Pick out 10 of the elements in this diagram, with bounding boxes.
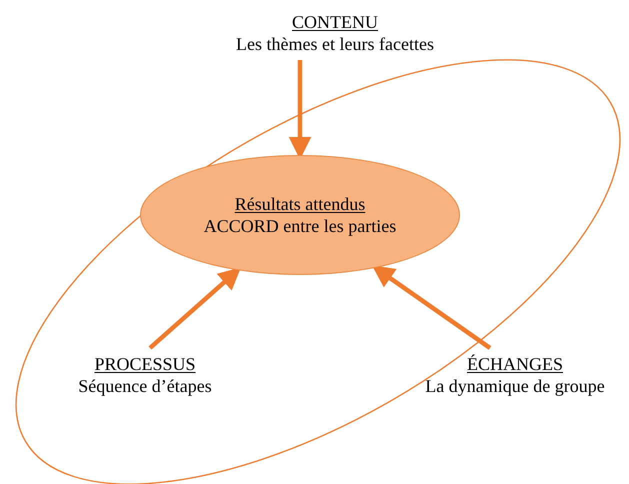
description-text: La dynamique de groupe (425, 375, 605, 397)
arrow (372, 265, 492, 350)
section-heading: ÉCHANGES (466, 353, 563, 375)
description-text: ACCORD entre les parties (204, 215, 396, 237)
arrow (148, 267, 242, 350)
section-heading: PROCESSUS (94, 353, 196, 375)
section-heading: Résultats attendus (234, 193, 366, 215)
section-heading: CONTENU (292, 11, 378, 33)
description-text: Les thèmes et leurs facettes (236, 33, 434, 55)
description-text: Séquence d’étapes (78, 375, 212, 397)
